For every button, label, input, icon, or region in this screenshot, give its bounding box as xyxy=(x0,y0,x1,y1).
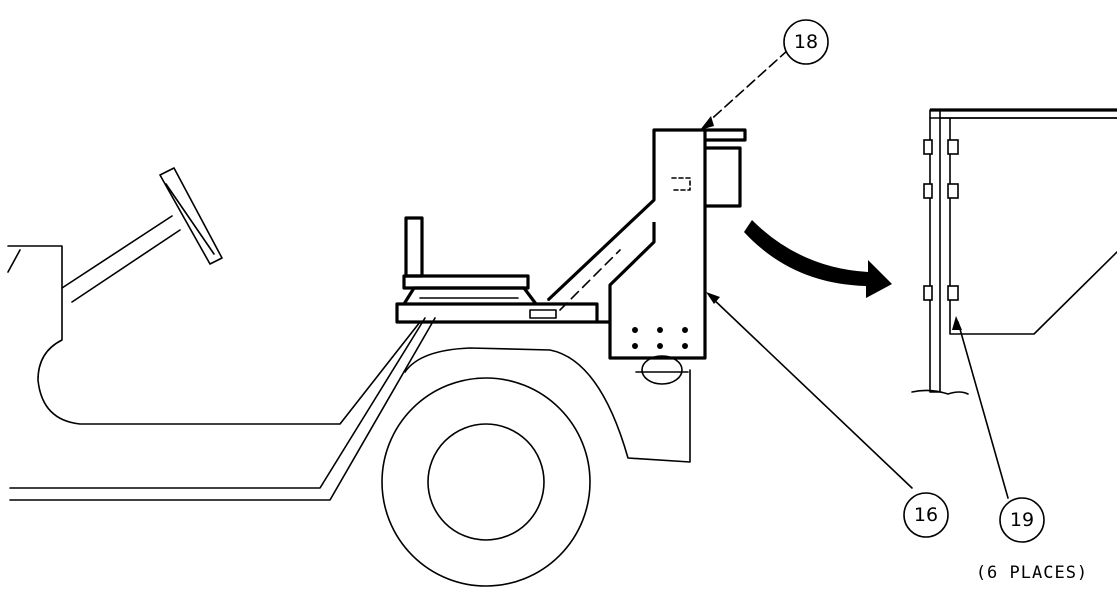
callout-16: 16 xyxy=(903,492,949,538)
callout-16-label: 16 xyxy=(914,504,938,526)
detached-panel xyxy=(911,108,1117,395)
callout-19: 19 xyxy=(999,497,1045,543)
leader-lines xyxy=(700,49,1009,499)
places-note: (6 PLACES) xyxy=(976,563,1088,583)
wheel xyxy=(381,377,591,587)
callout-18-label: 18 xyxy=(794,31,818,53)
steering-assembly xyxy=(61,167,223,303)
seat-base xyxy=(395,216,599,324)
support-bracket xyxy=(546,128,747,385)
callout-19-label: 19 xyxy=(1010,509,1034,531)
callout-18: 18 xyxy=(783,19,829,65)
removal-arrow xyxy=(744,220,892,298)
vehicle-body xyxy=(7,245,691,501)
